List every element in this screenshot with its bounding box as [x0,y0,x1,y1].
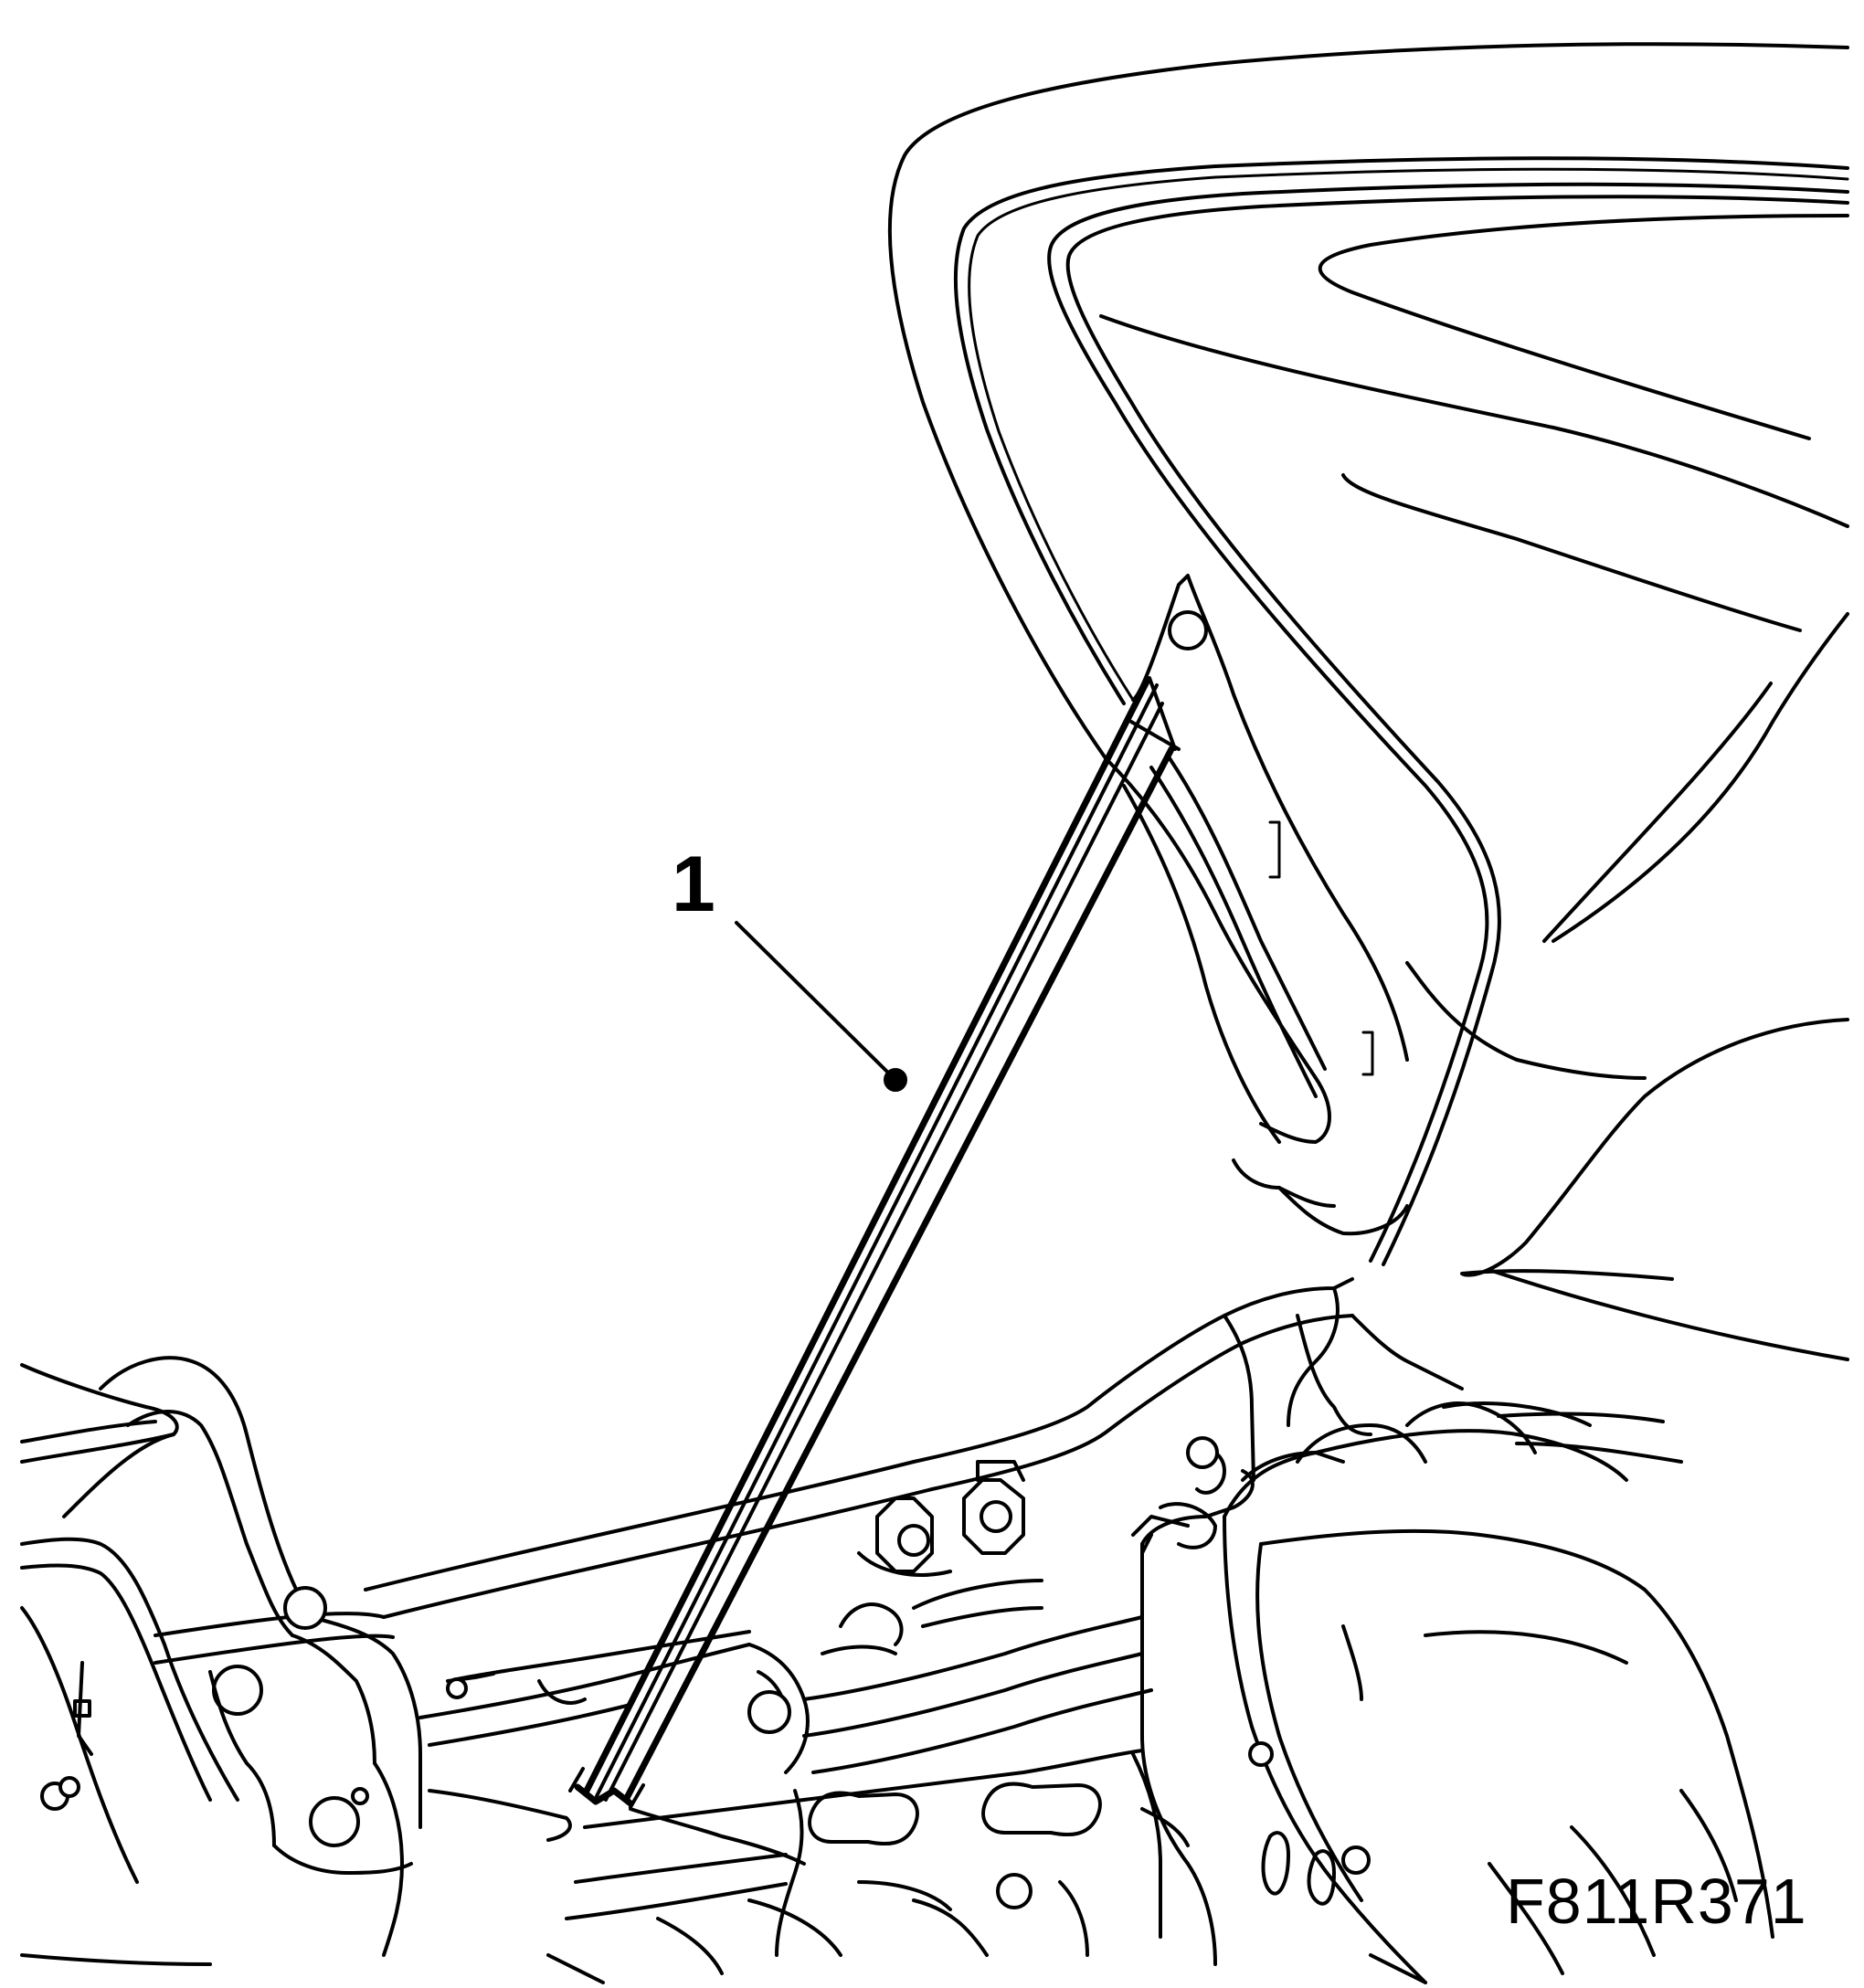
leader-dot-icon [884,1068,907,1092]
hood-hinge-bracket [1104,574,1409,1236]
gas-strut-icon [568,676,1181,1809]
airbox-housing [1140,1401,1774,1984]
front-cross-member [154,1277,1592,1665]
hood-panel [887,42,1849,1361]
engine-bay-details [418,1436,1345,1984]
callout-number: 1 [672,841,715,928]
figure-code: F811R371 [1506,1866,1807,1937]
callout-leader [735,921,907,1092]
left-hinge-assembly [20,1356,422,1966]
